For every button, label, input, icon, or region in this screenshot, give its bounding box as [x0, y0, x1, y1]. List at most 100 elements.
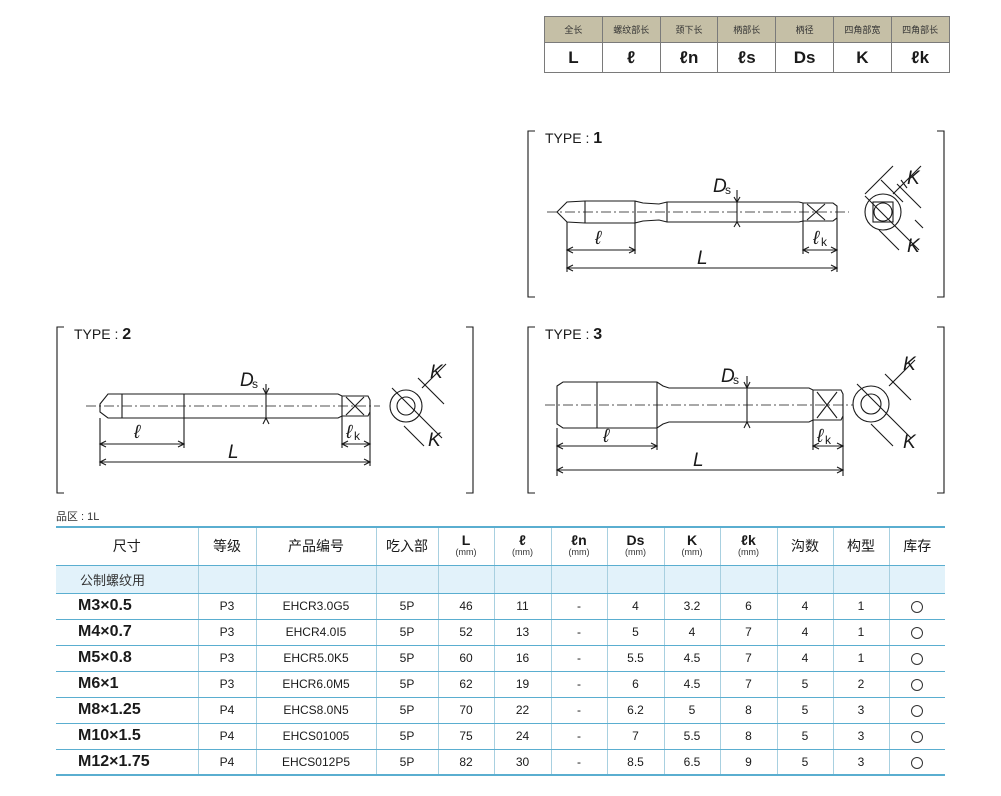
in-stock-circle-icon [911, 730, 924, 743]
cell-ln: - [550, 593, 607, 620]
cell-type: 1 [832, 619, 889, 646]
column-header-label: ℓ [519, 532, 526, 549]
column-header-label: ℓn [571, 532, 587, 549]
column-header: ℓ(mm) [493, 526, 551, 566]
cell-size: M5×0.8 [56, 645, 198, 672]
column-header-label: Ds [626, 532, 645, 549]
dim-label-lk: ℓ [812, 228, 820, 249]
cell-chamfer: 5P [375, 593, 438, 620]
legend-symbol-cell: K [832, 42, 892, 73]
cell-l: 16 [493, 645, 551, 672]
in-stock-circle-icon [911, 704, 924, 717]
column-header: L(mm) [437, 526, 494, 566]
cell-L: 60 [437, 645, 494, 672]
cell-size: M3×0.5 [56, 593, 198, 620]
dim-label-K-top: K [903, 354, 917, 375]
legend-header-cell: 柄部长 [717, 16, 777, 43]
in-stock-circle-icon [911, 626, 924, 639]
column-header: 构型 [832, 526, 889, 566]
legend-header-cell: 四角部宽 [832, 16, 892, 43]
section-row: 公制螺纹用 [56, 565, 945, 594]
cell-type: 1 [832, 593, 889, 620]
cell-type: 3 [832, 723, 889, 750]
cell-Ds: 5 [606, 619, 664, 646]
column-header-label: 等级 [213, 538, 241, 555]
cell-K: 4.5 [663, 645, 720, 672]
cell-lk: 8 [719, 723, 777, 750]
legend-header-cell: 颈下长 [659, 16, 719, 43]
cell-Ds: 6.2 [606, 697, 664, 724]
cell-size: M10×1.5 [56, 723, 198, 750]
cell-L: 82 [437, 749, 494, 776]
type-number: 1 [593, 130, 603, 147]
column-header-label: 产品编号 [288, 538, 344, 555]
cell-K: 5 [663, 697, 720, 724]
cell-lk: 7 [719, 671, 777, 698]
cell-flutes: 4 [776, 619, 833, 646]
legend-symbol-cell: L [544, 42, 603, 73]
column-header-label: K [686, 532, 698, 549]
dim-label-lk-sub: k [825, 433, 832, 447]
column-header: K(mm) [663, 526, 720, 566]
cell-size: M8×1.25 [56, 697, 198, 724]
in-stock-circle-icon [911, 652, 924, 665]
legend-symbol-cell: ℓk [890, 42, 950, 73]
cell-flutes: 4 [776, 645, 833, 672]
legend-symbol-row: L ℓ ℓn ℓs Ds K ℓk [544, 42, 950, 73]
type-number: 2 [122, 326, 132, 343]
stock-cell [888, 723, 945, 750]
column-header: ℓn(mm) [550, 526, 607, 566]
cell-type: 3 [832, 749, 889, 776]
cell-ln: - [550, 645, 607, 672]
type3-diagram: D s ℓ ℓ k L K K TYPE : 3 [527, 324, 947, 496]
column-header-unit: (mm) [568, 547, 590, 558]
type3-drawing: D s ℓ ℓ k L K K [527, 326, 945, 494]
cell-grade: P3 [197, 593, 256, 620]
stock-cell [888, 697, 945, 724]
dim-label-l: ℓ [133, 422, 141, 443]
dim-label-ds-sub: s [725, 183, 731, 197]
cell-grade: P4 [197, 749, 256, 776]
cell-K: 4.5 [663, 671, 720, 698]
cell-L: 70 [437, 697, 494, 724]
column-header-label: 沟数 [791, 538, 819, 555]
cell-type: 3 [832, 697, 889, 724]
cell-code: EHCR4.0I5 [255, 619, 376, 646]
legend-symbol-cell: ℓ [601, 42, 661, 73]
type-prefix: TYPE [545, 326, 582, 342]
symbol-legend-table: 全长 螺纹部长 颈下长 柄部长 柄径 四角部宽 四角部长 L ℓ ℓn ℓs D… [544, 16, 950, 73]
section-label: 公制螺纹用 [56, 565, 198, 594]
dim-label-l: ℓ [594, 228, 602, 249]
stock-cell [888, 593, 945, 620]
dim-label-ds: D [240, 370, 254, 391]
dim-label-K-bottom: K [907, 236, 921, 257]
cell-lk: 9 [719, 749, 777, 776]
dim-label-K-bottom: K [428, 430, 442, 451]
column-header-unit: (mm) [512, 547, 533, 558]
cell-code: EHCR5.0K5 [255, 645, 376, 672]
cell-size: M4×0.7 [56, 619, 198, 646]
cell-code: EHCS01005 [255, 723, 376, 750]
cell-grade: P3 [197, 671, 256, 698]
dim-label-ds-sub: s [252, 377, 258, 391]
cell-grade: P3 [197, 645, 256, 672]
cell-code: EHCS8.0N5 [255, 697, 376, 724]
type-sep: : [585, 130, 590, 146]
cell-L: 52 [437, 619, 494, 646]
type-sep: : [585, 326, 590, 342]
cell-ln: - [550, 697, 607, 724]
cell-code: EHCR3.0G5 [255, 593, 376, 620]
dim-label-L: L [693, 450, 704, 471]
column-header-unit: (mm) [625, 547, 646, 558]
dim-label-lk: ℓ [345, 422, 353, 443]
column-header: 产品编号 [255, 526, 376, 566]
column-header-unit: (mm) [681, 547, 703, 558]
stock-cell [888, 619, 945, 646]
stock-cell [888, 645, 945, 672]
type-prefix: TYPE [74, 326, 111, 342]
